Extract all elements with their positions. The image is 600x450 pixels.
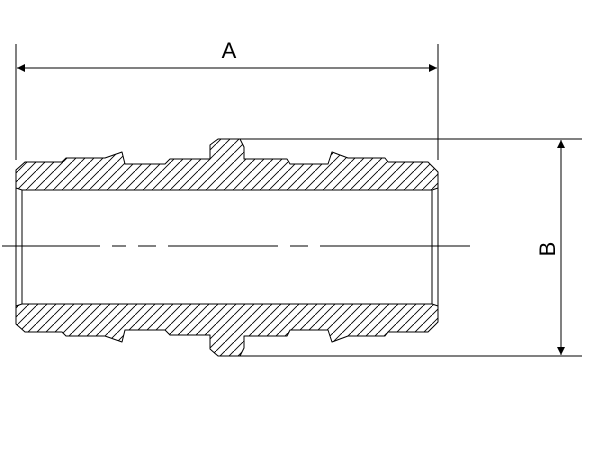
lower-wall-section (15, 303, 439, 357)
upper-wall-section (15, 138, 439, 191)
dimension-label-a: A (222, 38, 237, 63)
dimension-b: B (535, 140, 565, 355)
dimension-a: A (17, 38, 437, 72)
dimension-label-b: B (535, 242, 560, 257)
extension-lines (15, 44, 582, 357)
fitting-section (15, 138, 439, 357)
